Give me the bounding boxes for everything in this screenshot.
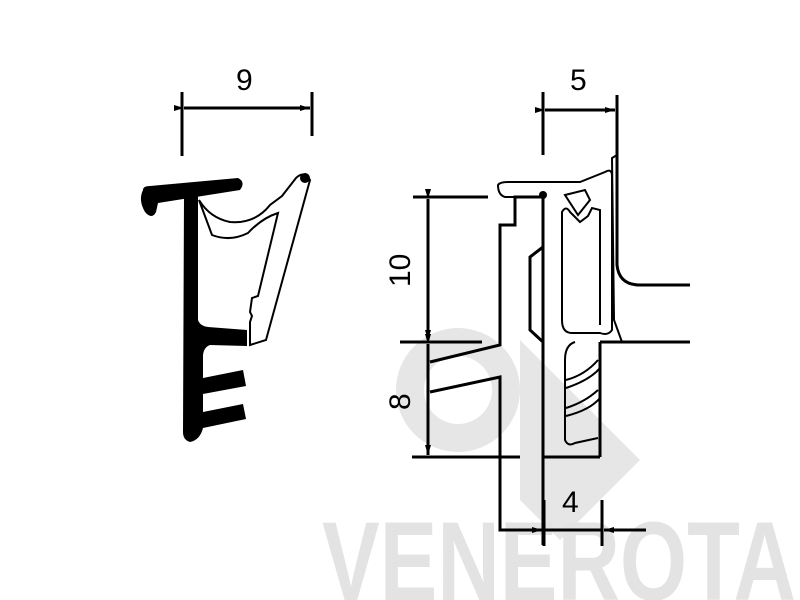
dimension-4: 4: [500, 486, 646, 546]
dimension-5: 5: [535, 64, 615, 155]
dimension-10-8: 10 8: [384, 189, 520, 459]
dimension-9: 9: [174, 64, 314, 156]
watermark-text: VENEROTA: [322, 499, 796, 600]
seal-profile-left: [140, 173, 312, 442]
dimension-label-9: 9: [236, 64, 253, 97]
dimension-label-8: 8: [384, 393, 417, 410]
dimension-label-5: 5: [570, 64, 587, 97]
dimension-label-10: 10: [384, 254, 417, 287]
watermark-logo: VENEROTA: [322, 328, 796, 600]
dimension-label-4: 4: [562, 486, 579, 519]
